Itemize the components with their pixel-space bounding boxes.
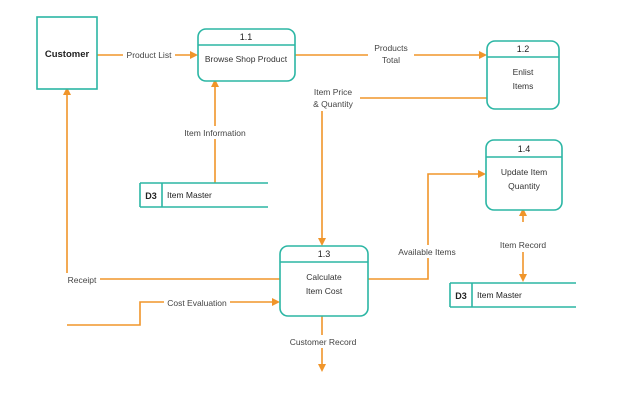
process-1-3-line2: Item Cost xyxy=(306,286,343,296)
process-1-3-id: 1.3 xyxy=(318,249,331,259)
process-1-1-id: 1.1 xyxy=(240,32,253,42)
data-store-right: D3 Item Master xyxy=(449,282,576,308)
label-product-list: Product List xyxy=(127,50,173,60)
process-1-1-name: Browse Shop Product xyxy=(205,54,288,64)
process-1-2-line2: Items xyxy=(513,81,534,91)
data-store-left-id: D3 xyxy=(145,191,157,201)
label-customer-record: Customer Record xyxy=(290,337,357,347)
data-store-right-id: D3 xyxy=(455,291,467,301)
process-1-2: 1.2 Enlist Items xyxy=(486,40,560,110)
label-item-price-line2: & Quantity xyxy=(313,99,353,109)
label-item-information: Item Information xyxy=(184,128,246,138)
flow-available-items xyxy=(368,170,486,280)
data-store-left: D3 Item Master xyxy=(139,182,268,208)
process-1-4: 1.4 Update Item Quantity xyxy=(485,139,563,211)
entity-customer: Customer xyxy=(36,16,98,90)
process-1-4-line2: Quantity xyxy=(508,181,540,191)
label-receipt: Receipt xyxy=(68,275,97,285)
label-products-total-line1: Products xyxy=(374,43,408,53)
data-store-right-name: Item Master xyxy=(477,290,522,300)
process-1-2-line1: Enlist xyxy=(513,67,534,77)
label-item-record: Item Record xyxy=(500,240,547,250)
process-1-2-id: 1.2 xyxy=(517,44,530,54)
process-1-3-line1: Calculate xyxy=(306,272,342,282)
label-cost-evaluation: Cost Evaluation xyxy=(167,298,227,308)
process-1-4-id: 1.4 xyxy=(518,144,531,154)
process-1-3: 1.3 Calculate Item Cost xyxy=(279,245,369,317)
entity-customer-label: Customer xyxy=(45,49,90,60)
label-available-items: Available Items xyxy=(398,247,455,257)
label-item-price-line1: Item Price xyxy=(314,87,353,97)
process-1-1: 1.1 Browse Shop Product xyxy=(197,28,296,82)
label-products-total-line2: Total xyxy=(382,55,400,65)
flow-item-price-quantity xyxy=(318,97,487,246)
process-1-4-line1: Update Item xyxy=(501,167,547,177)
data-store-left-name: Item Master xyxy=(167,190,212,200)
